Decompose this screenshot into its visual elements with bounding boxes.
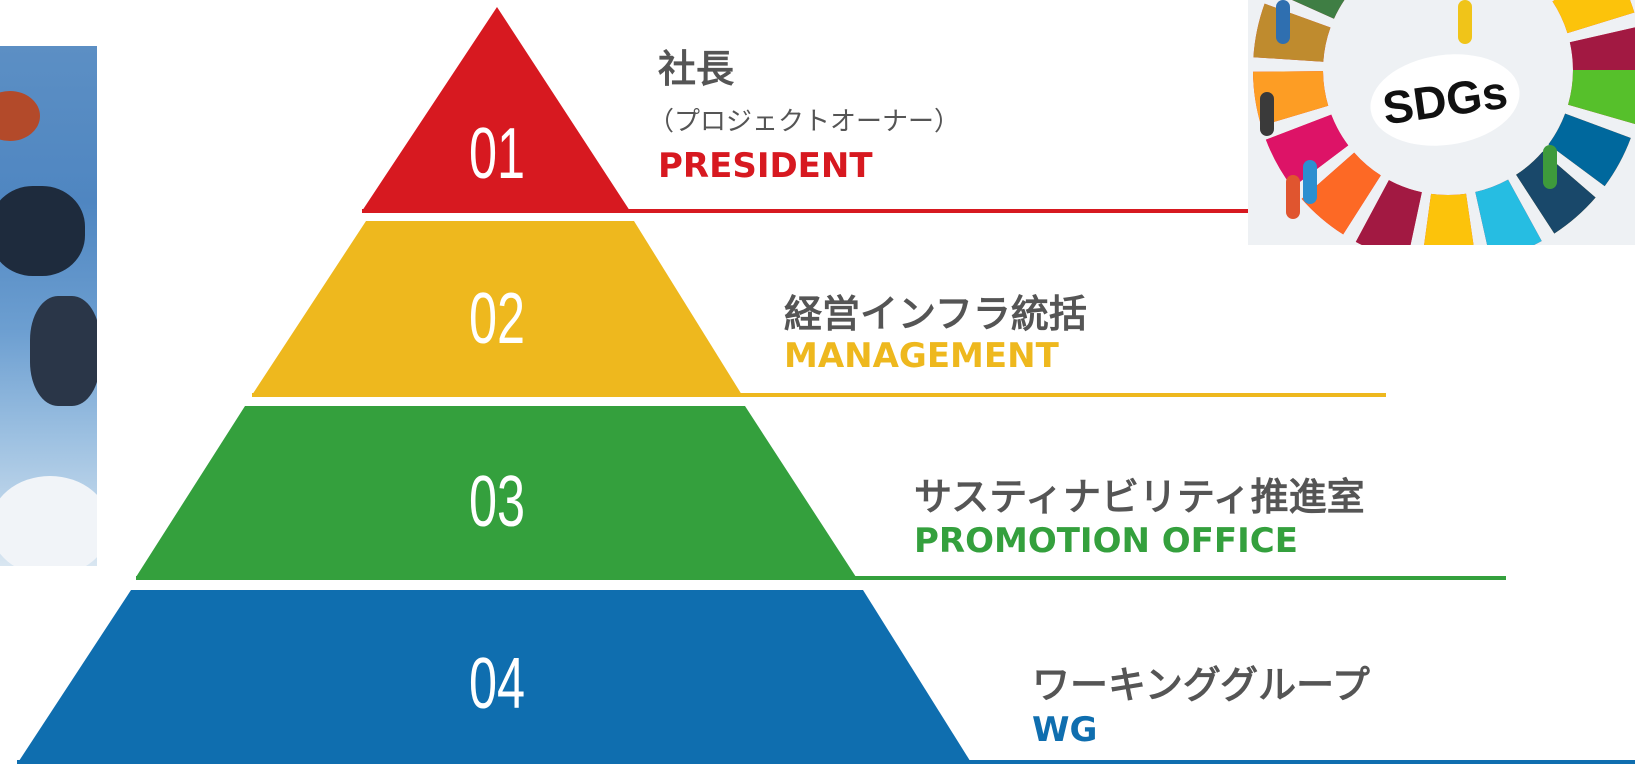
tier-2-shape xyxy=(252,221,742,395)
tier-1-subtitle-jp: （プロジェクトオーナー） xyxy=(648,107,961,137)
tier-1-title-en: PRESIDENT xyxy=(658,146,873,186)
photo-shape xyxy=(30,296,97,406)
miniature-figure xyxy=(1260,92,1274,136)
tier-4-title-en: WG xyxy=(1032,710,1098,750)
tier-1-title-jp: 社長 xyxy=(658,47,735,91)
tier-4-shape xyxy=(17,590,972,764)
miniature-figure xyxy=(1276,0,1290,44)
tier-3-title-jp: サスティナビリティ推進室 xyxy=(914,475,1365,519)
tier-3-shape xyxy=(136,406,856,577)
tier-1-shape xyxy=(362,7,630,211)
tier-2-line xyxy=(252,393,1386,397)
tier-2-title-en: MANAGEMENT xyxy=(784,336,1059,376)
left-photo xyxy=(0,46,97,566)
miniature-figure xyxy=(1286,175,1300,219)
tier-2-number: 02 xyxy=(468,279,526,359)
tier-1-line xyxy=(362,209,1248,213)
tier-1-number: 01 xyxy=(468,114,526,194)
sdgs-wheel xyxy=(1253,0,1635,245)
tier-4-line xyxy=(17,760,1635,764)
tier-4-number: 04 xyxy=(468,644,526,724)
tier-3-line xyxy=(136,576,1506,580)
tier-4-title-jp: ワーキンググループ xyxy=(1032,663,1370,707)
tier-3-number: 03 xyxy=(468,462,526,542)
miniature-figure xyxy=(1303,160,1317,204)
photo-shape xyxy=(0,186,85,276)
miniature-figure xyxy=(1543,145,1557,189)
miniature-figure xyxy=(1458,0,1472,44)
tier-3-title-en: PROMOTION OFFICE xyxy=(914,521,1298,561)
photo-cloud xyxy=(0,476,97,566)
tier-2-title-jp: 経営インフラ統括 xyxy=(784,292,1087,336)
